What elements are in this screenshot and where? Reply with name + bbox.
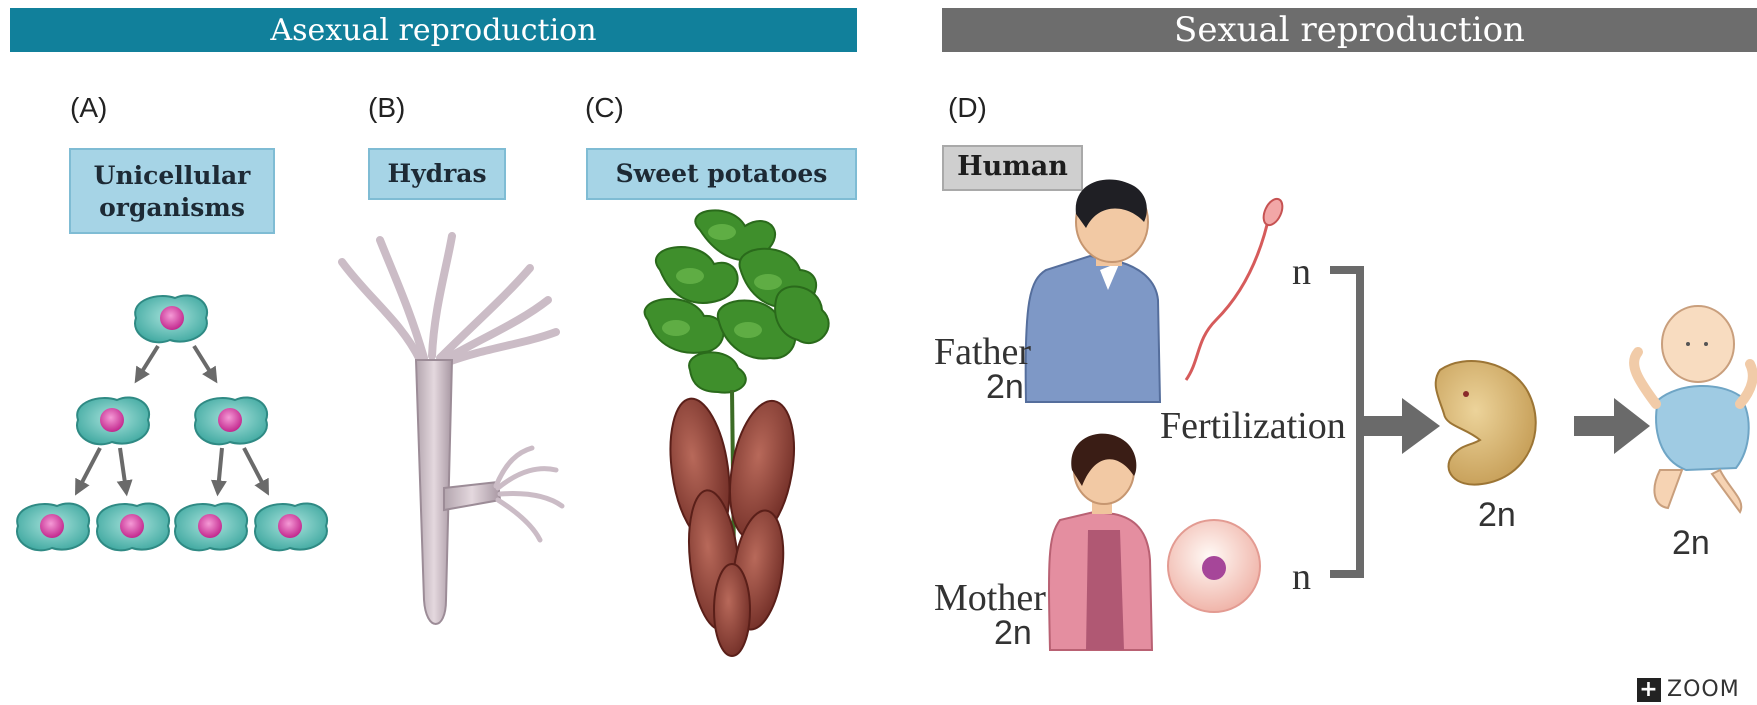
sweet-potato-illustration [645, 210, 829, 656]
mother-illustration [1049, 434, 1152, 650]
embryo-ploidy: 2n [1478, 496, 1516, 535]
hydra-illustration [342, 236, 562, 624]
cell-gen3-3 [175, 503, 247, 550]
cell-gen3-2 [97, 503, 169, 550]
sperm-illustration [1186, 196, 1286, 380]
sperm-ploidy: n [1292, 250, 1311, 294]
plus-icon: + [1637, 678, 1661, 702]
zoom-label: ZOOM [1667, 677, 1740, 702]
fertilization-label: Fertilization [1160, 404, 1346, 448]
cell-gen2-left [77, 397, 149, 444]
baby-illustration [1634, 306, 1753, 512]
embryo-illustration [1436, 361, 1536, 485]
zoom-button[interactable]: + ZOOM [1637, 677, 1740, 702]
baby-ploidy: 2n [1672, 524, 1710, 563]
cell-gen1 [135, 295, 207, 342]
egg-illustration [1168, 520, 1260, 612]
arrow-embryo-to-baby [1574, 398, 1650, 454]
dividing-cells-illustration [17, 295, 327, 550]
cell-gen2-right [195, 397, 267, 444]
egg-ploidy: n [1292, 555, 1311, 599]
cell-gen3-1 [17, 503, 89, 550]
cell-gen3-4 [255, 503, 327, 550]
father-illustration [1026, 179, 1160, 402]
arrow-fertilization-to-embryo [1362, 398, 1440, 454]
mother-ploidy: 2n [994, 614, 1032, 653]
father-ploidy: 2n [986, 368, 1024, 407]
